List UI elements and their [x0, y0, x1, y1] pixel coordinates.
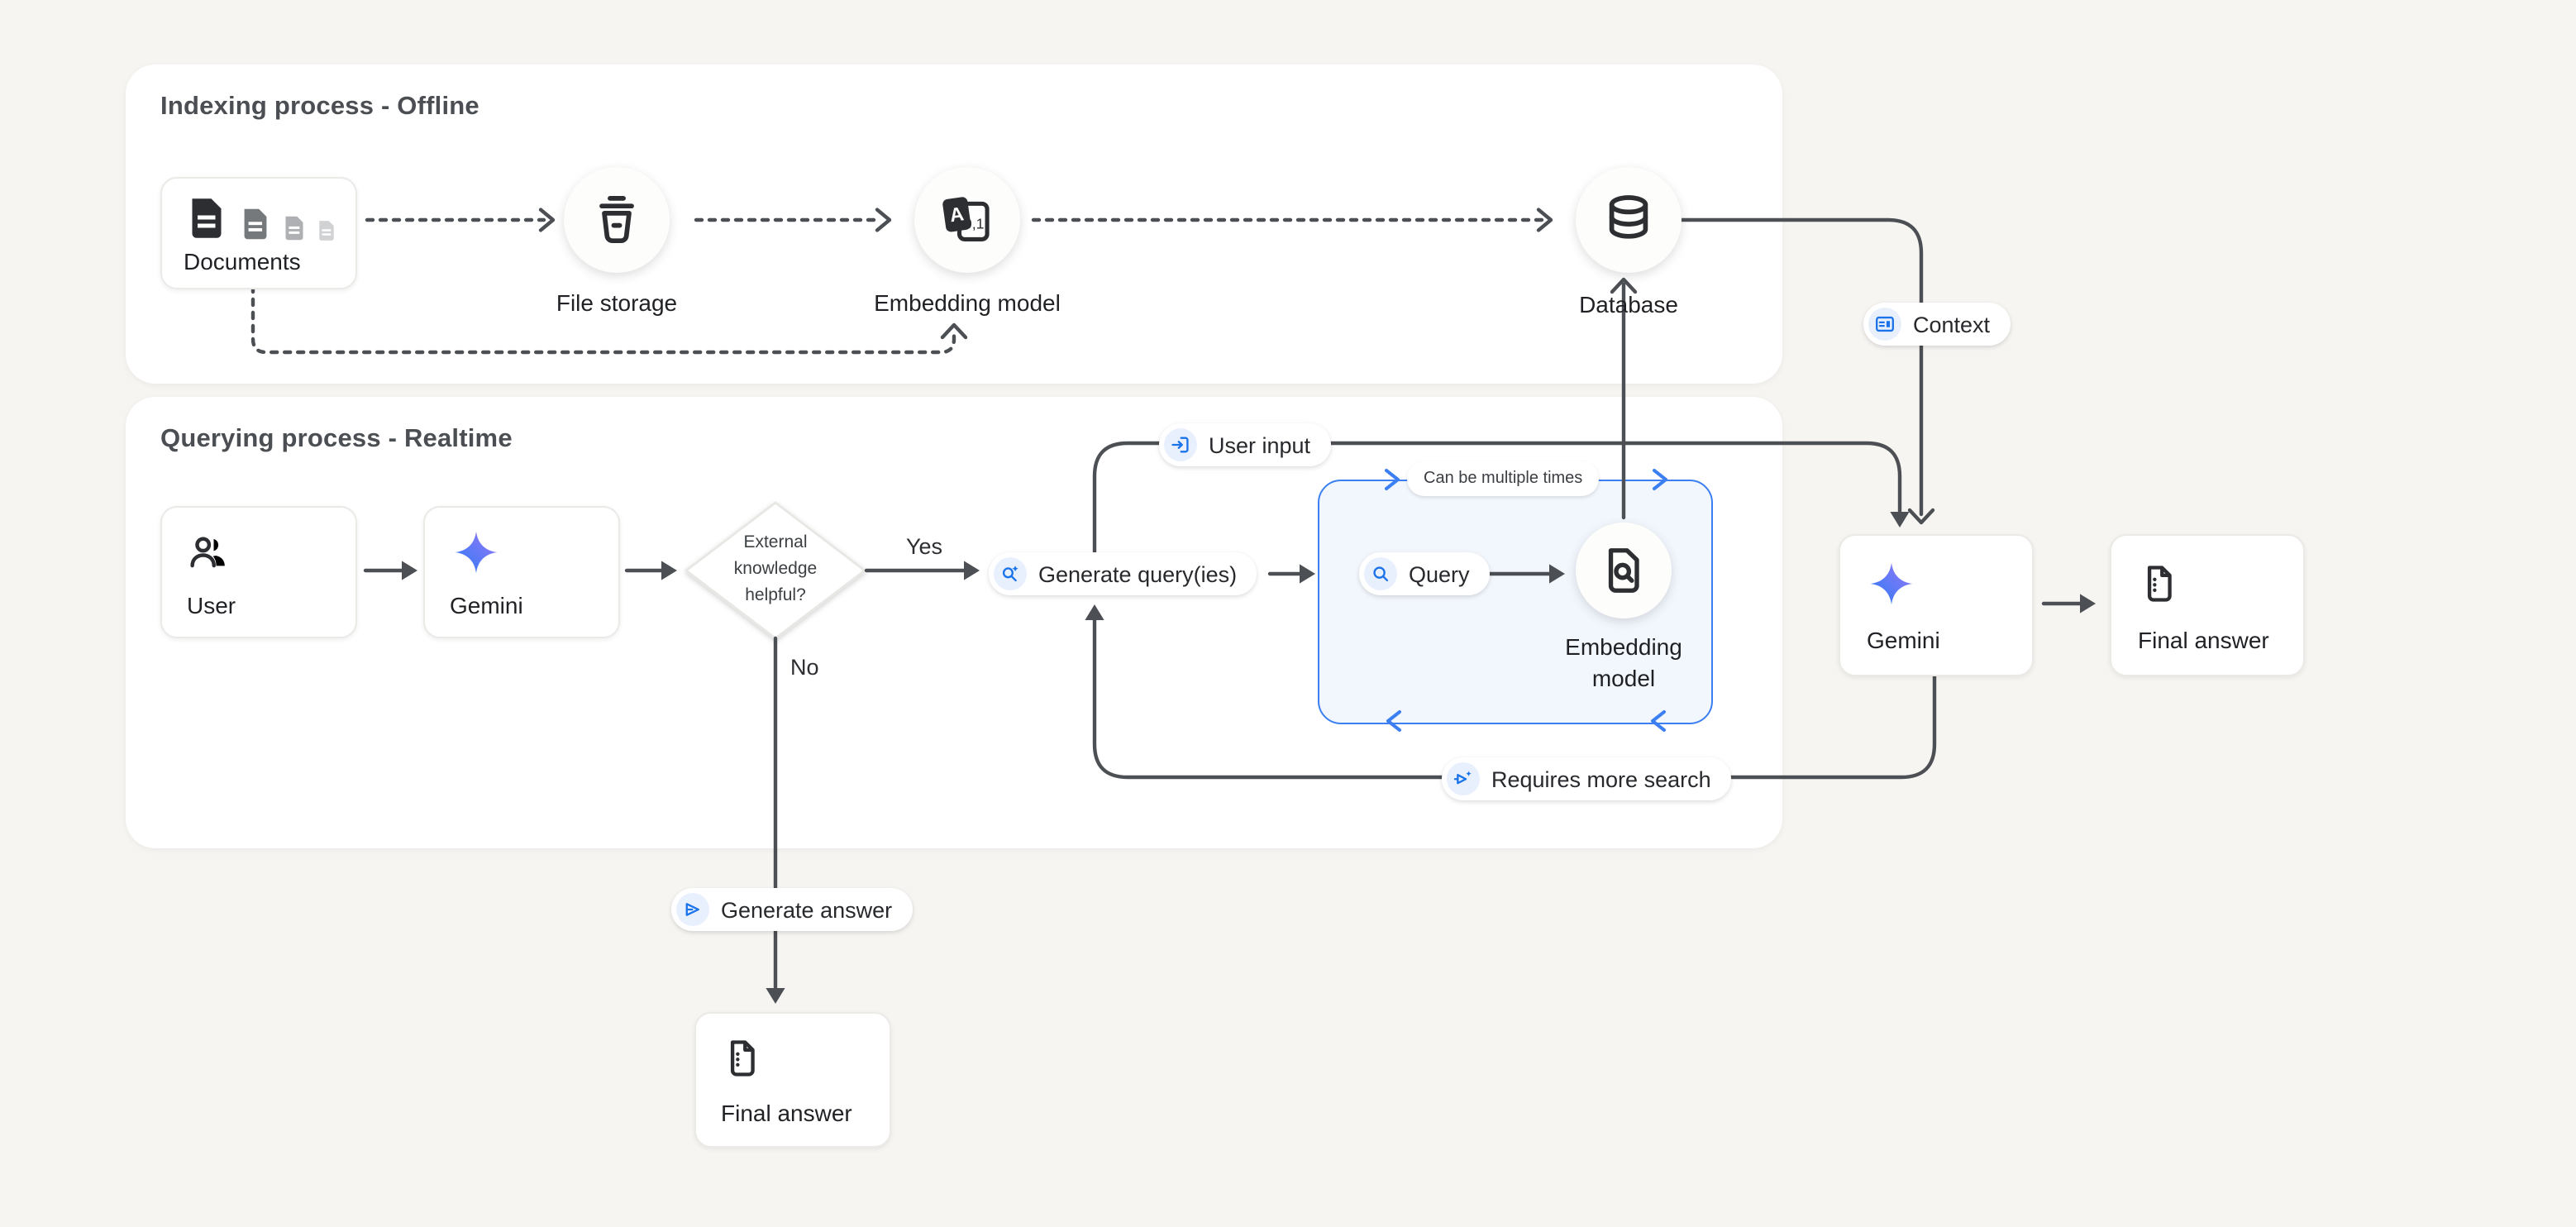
generate-queries-pill: Generate query(ies) — [989, 552, 1257, 595]
query-label: Query — [1409, 561, 1470, 586]
decision-line3: helpful? — [745, 585, 806, 604]
embedding-model-node — [914, 167, 1020, 273]
generate-queries-label: Generate query(ies) — [1038, 561, 1238, 586]
answer-document-icon — [721, 1037, 764, 1080]
output-gemini-label: Gemini — [1867, 627, 1940, 653]
final-answer-right-node: Final answer — [2110, 534, 2305, 676]
query-embedding-node — [1576, 523, 1672, 618]
documents-label: Documents — [184, 248, 301, 275]
input-arrow-icon — [1164, 428, 1197, 461]
embedding-model-label: Embedding model — [874, 289, 1061, 316]
final-answer-bottom-label: Final answer — [721, 1100, 852, 1126]
search-icon — [1364, 557, 1397, 590]
no-edge-label: No — [790, 655, 819, 680]
final-answer-right-label: Final answer — [2138, 627, 2269, 653]
document-stack-icon — [182, 193, 339, 243]
text-to-vector-icon — [936, 189, 999, 251]
indexing-panel-title: Indexing process - Offline — [160, 93, 479, 121]
user-label: User — [187, 592, 236, 618]
send-icon — [676, 893, 709, 926]
dashed-connectors — [250, 217, 1545, 355]
user-input-pill: User input — [1159, 423, 1331, 466]
users-icon — [185, 529, 231, 575]
final-answer-bottom-node: Final answer — [694, 1012, 891, 1148]
gemini-sparkle-icon — [451, 528, 501, 577]
answer-document-icon — [2138, 562, 2181, 605]
context-pill-label: Context — [1913, 312, 1991, 337]
gemini-label: Gemini — [450, 592, 523, 618]
query-pill: Query — [1359, 552, 1490, 595]
loop-direction-chevrons — [1385, 469, 1667, 732]
query-embedding-label: Embedding model — [1565, 633, 1682, 691]
requires-more-search-label: Requires more search — [1491, 766, 1711, 791]
context-icon — [1868, 308, 1901, 341]
document-search-icon — [1597, 544, 1650, 597]
search-again-sparkle-icon — [1447, 762, 1480, 795]
decision-line1: External — [743, 532, 808, 552]
filled-arrowheads — [402, 512, 2096, 1004]
file-storage-label: File storage — [556, 289, 678, 316]
storage-bucket-icon — [587, 190, 646, 250]
yes-edge-label: Yes — [906, 534, 943, 559]
decision-diamond-text: External knowledge helpful? — [685, 531, 866, 609]
database-label: Database — [1579, 291, 1678, 317]
database-node — [1576, 167, 1682, 273]
user-input-label: User input — [1209, 432, 1311, 457]
database-icon — [1599, 190, 1658, 250]
user-node: User — [160, 506, 357, 638]
solid-connectors — [363, 217, 2082, 991]
search-sparkle-icon — [994, 557, 1027, 590]
context-pill: Context — [1863, 303, 2011, 346]
chevron-arrowheads — [538, 208, 1935, 525]
requires-more-search-pill: Requires more search — [1442, 757, 1731, 800]
can-be-multiple-times-note: Can be multiple times — [1407, 461, 1600, 496]
querying-panel-title: Querying process - Realtime — [160, 425, 513, 453]
generate-answer-label: Generate answer — [721, 897, 893, 922]
gemini-node: Gemini — [423, 506, 620, 638]
file-storage-node — [564, 167, 670, 273]
decision-line2: knowledge — [733, 558, 818, 579]
gemini-sparkle-icon — [1867, 559, 1916, 609]
documents-node: Documents — [160, 177, 357, 289]
generate-answer-pill: Generate answer — [671, 888, 913, 931]
output-gemini-node: Gemini — [1839, 534, 2034, 676]
